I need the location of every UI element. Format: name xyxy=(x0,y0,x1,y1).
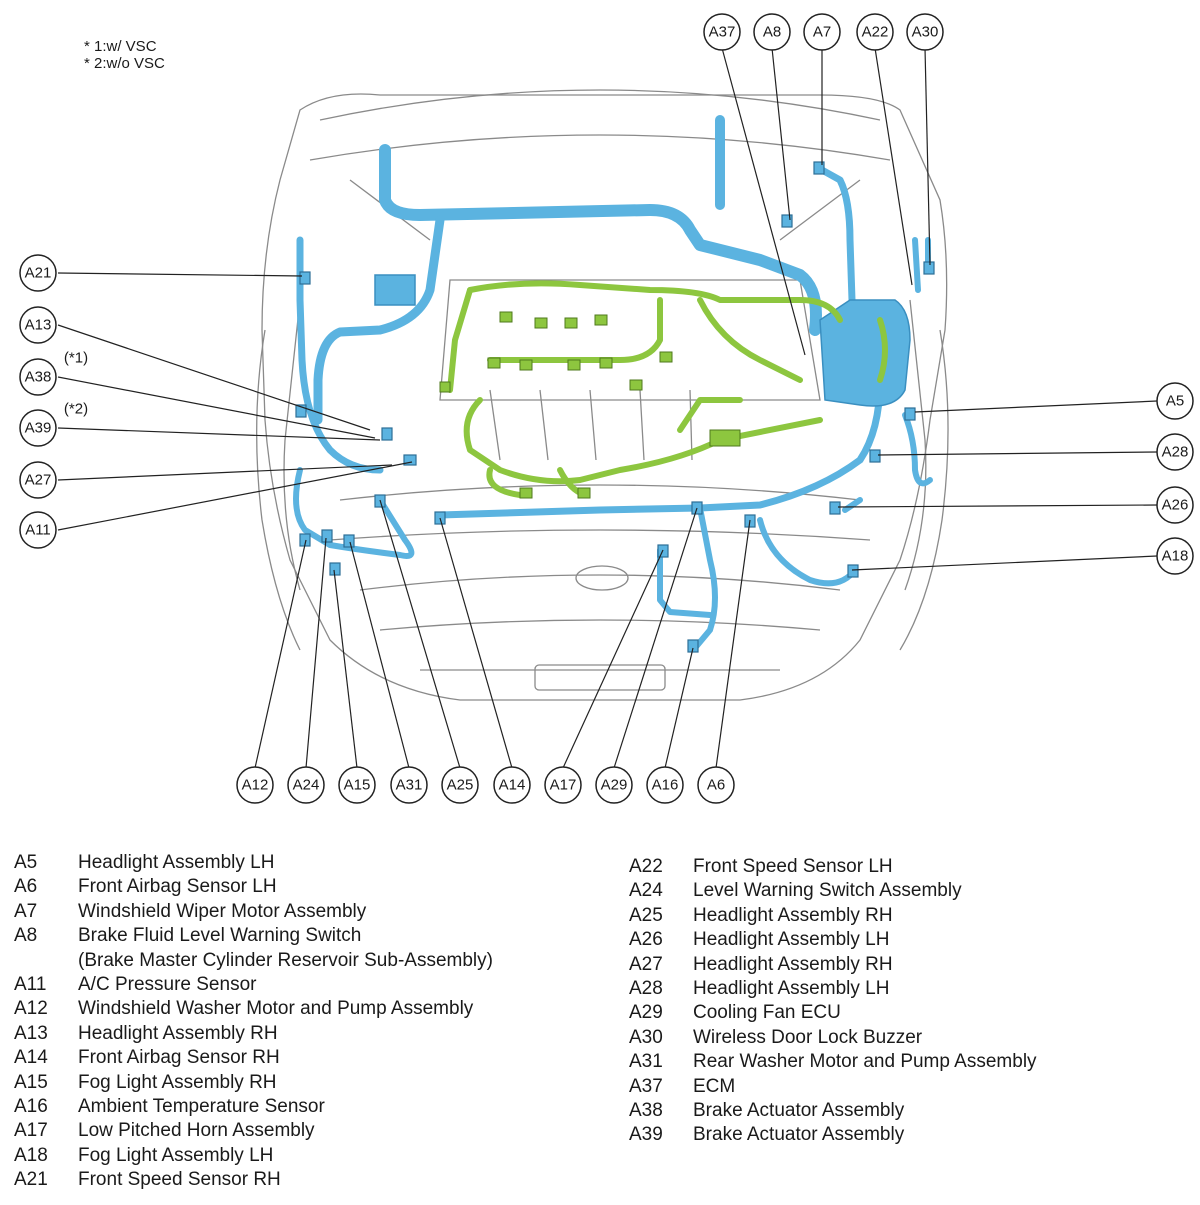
label-a22: A22 xyxy=(862,24,889,41)
label-a26: A26 xyxy=(1162,497,1189,514)
legend-description: Headlight Assembly LH xyxy=(693,977,890,999)
note-no-vsc: * 2:w/o VSC xyxy=(84,55,165,72)
legend-code: A22 xyxy=(629,856,663,877)
legend-description: Headlight Assembly RH xyxy=(78,1022,278,1044)
legend-code: A28 xyxy=(629,977,663,999)
label-a30: A30 xyxy=(912,24,939,41)
label-a28: A28 xyxy=(1162,444,1189,461)
label-a18: A18 xyxy=(1162,548,1189,565)
legend-description: Windshield Wiper Motor Assembly xyxy=(78,900,367,922)
legend-code: A15 xyxy=(14,1071,48,1093)
legend-description: Brake Actuator Assembly xyxy=(693,1099,905,1121)
legend-code: A24 xyxy=(629,880,663,902)
label-a14: A14 xyxy=(499,777,526,794)
variant-mark-a39: (*2) xyxy=(64,401,88,418)
legend-description: Cooling Fan ECU xyxy=(693,1002,841,1024)
wiring-harness-diagram: A37 A8 A7 A22 A30 A21 A13 A38 A39 A27 A1… xyxy=(19,13,1194,804)
legend-code: A5 xyxy=(14,852,38,873)
legend-description: Windshield Washer Motor and Pump Assembl… xyxy=(78,998,474,1020)
legend-code: A31 xyxy=(629,1051,663,1073)
label-a16: A16 xyxy=(652,777,679,794)
main-harness-connectors xyxy=(295,161,935,653)
legend-code: A14 xyxy=(14,1047,48,1069)
leader-lines xyxy=(57,47,1158,769)
engine-harness-connectors xyxy=(439,311,741,499)
label-a21: A21 xyxy=(25,265,52,282)
legend-description: Level Warning Switch Assembly xyxy=(693,880,962,902)
label-a6: A6 xyxy=(707,777,725,794)
legend-description: Front Airbag Sensor LH xyxy=(78,876,277,898)
legend-description: A/C Pressure Sensor xyxy=(78,973,257,995)
legend-code: A12 xyxy=(14,998,48,1020)
legend-description: Front Airbag Sensor RH xyxy=(78,1047,280,1069)
legend-code: A18 xyxy=(14,1144,48,1166)
legend-code: A30 xyxy=(629,1026,663,1048)
legend-description: Low Pitched Horn Assembly xyxy=(78,1120,315,1142)
label-a39: A39 xyxy=(25,420,52,437)
relay-block xyxy=(374,274,416,306)
vehicle-outline xyxy=(256,89,949,701)
junction-block xyxy=(819,299,911,407)
label-a12: A12 xyxy=(242,777,269,794)
label-a13: A13 xyxy=(25,317,52,334)
variant-mark-a38: (*1) xyxy=(64,350,88,367)
legend-code: A13 xyxy=(14,1022,48,1044)
legend-description: Rear Washer Motor and Pump Assembly xyxy=(693,1051,1037,1073)
legend-code: A21 xyxy=(14,1169,48,1191)
legend-description: Front Speed Sensor LH xyxy=(693,856,893,877)
legend-code: A27 xyxy=(629,953,663,975)
engine-wire-harness xyxy=(447,280,888,498)
legend-code: A25 xyxy=(629,904,663,926)
legend-code: A11 xyxy=(14,973,47,995)
legend-code: A17 xyxy=(14,1120,48,1142)
legend-description: Headlight Assembly LH xyxy=(78,852,275,873)
main-wire-harness xyxy=(293,115,933,651)
label-a17: A17 xyxy=(550,777,577,794)
label-a37: A37 xyxy=(709,24,736,41)
label-a11: A11 xyxy=(25,522,51,539)
legend-code: A29 xyxy=(629,1002,663,1024)
label-a25: A25 xyxy=(447,777,474,794)
label-a15: A15 xyxy=(344,777,371,794)
legend-code: A26 xyxy=(629,929,663,951)
label-a38: A38 xyxy=(25,369,52,386)
variant-notes: * 1:w/ VSC * 2:w/o VSC xyxy=(84,38,165,72)
legend-description: Headlight Assembly LH xyxy=(693,929,890,951)
note-vsc: * 1:w/ VSC xyxy=(84,38,157,55)
legend-description: Headlight Assembly RH xyxy=(693,904,893,926)
legend-description: Front Speed Sensor RH xyxy=(78,1169,281,1191)
legend-description: Ambient Temperature Sensor xyxy=(78,1095,325,1117)
legend-description: Fog Light Assembly RH xyxy=(78,1071,277,1093)
label-a5: A5 xyxy=(1166,393,1184,410)
legend-description: Fog Light Assembly LH xyxy=(78,1144,274,1166)
legend-code: A6 xyxy=(14,876,38,898)
legend-code: A38 xyxy=(629,1099,663,1121)
legend-code: A16 xyxy=(14,1095,48,1117)
legend-description: Wireless Door Lock Buzzer xyxy=(693,1026,923,1048)
label-a24: A24 xyxy=(293,777,320,794)
legend-code: A7 xyxy=(14,900,38,922)
legend-description: ECM xyxy=(693,1075,736,1097)
label-a29: A29 xyxy=(601,777,628,794)
label-a8: A8 xyxy=(763,24,781,41)
label-a7: A7 xyxy=(813,24,831,41)
label-a31: A31 xyxy=(396,777,423,794)
legend-description: Brake Actuator Assembly xyxy=(693,1124,905,1146)
legend-code: A8 xyxy=(14,925,38,947)
legend-code: A39 xyxy=(629,1124,663,1146)
legend-description: Headlight Assembly RH xyxy=(693,953,893,975)
legend-description: (Brake Master Cylinder Reservoir Sub-Ass… xyxy=(78,949,493,971)
legend-description: Brake Fluid Level Warning Switch xyxy=(78,925,362,947)
label-a27: A27 xyxy=(25,472,52,489)
legend-code: A37 xyxy=(629,1075,663,1097)
